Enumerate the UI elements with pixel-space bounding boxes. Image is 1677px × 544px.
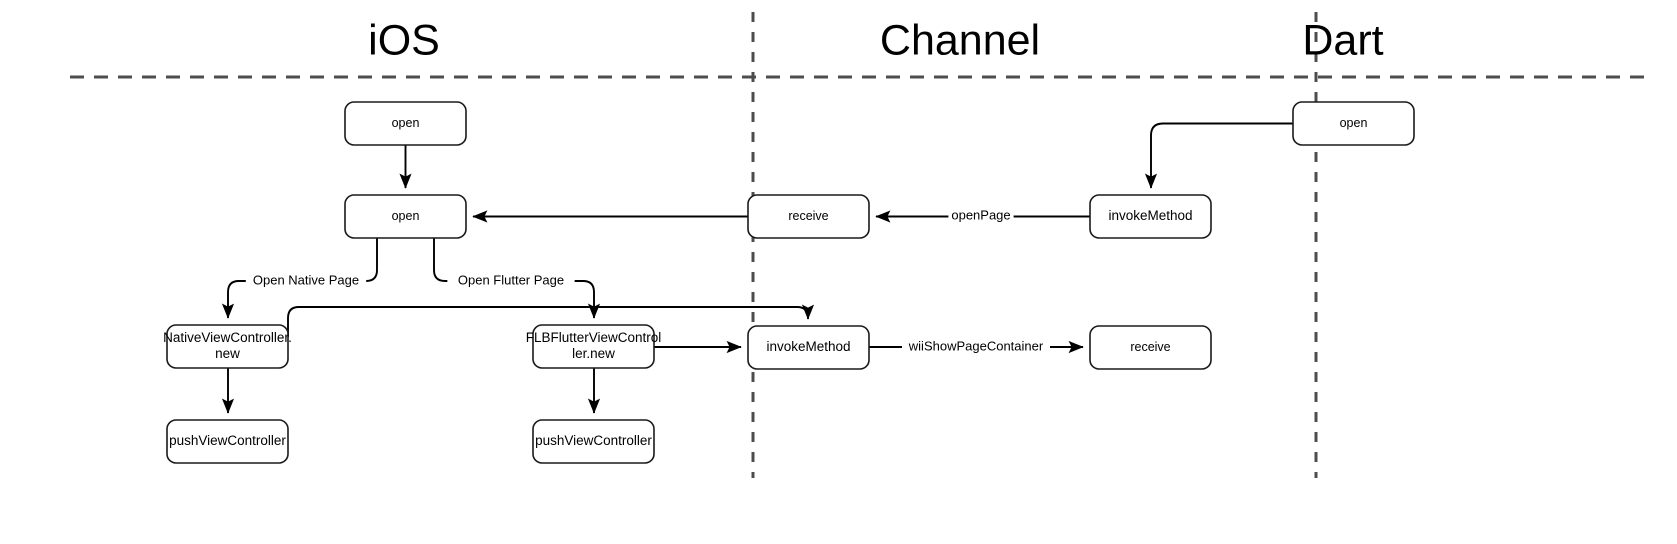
- node-channel-invoke-bot[interactable]: invokeMethod: [747, 325, 870, 370]
- node-label-channel-receive-top: receive: [788, 209, 828, 223]
- node-dart-receive[interactable]: receive: [1089, 325, 1212, 370]
- node-label-channel-invoke-bot: invokeMethod: [766, 339, 850, 354]
- lane-title-channel: Channel: [880, 16, 1040, 64]
- node-label-push-vc-native: pushViewController: [169, 433, 286, 448]
- node-shape-push-vc-flutter[interactable]: [532, 419, 655, 464]
- edge-label-e-dart-invoke-to-receive: openPage: [951, 207, 1010, 222]
- edge-label-e-open-to-native: Open Native Page: [253, 272, 359, 287]
- node-shape-dart-invoke[interactable]: [1089, 194, 1212, 239]
- node-dart-open[interactable]: open: [1292, 101, 1415, 146]
- node-shape-native-view-ctrl[interactable]: [166, 324, 289, 369]
- node-label-flb-flutter-view: ler.new: [572, 346, 615, 361]
- node-shape-ios-open-top[interactable]: [344, 101, 467, 146]
- edge-label-backdrop: [245, 272, 367, 290]
- lane-dividers-group: [70, 12, 1645, 478]
- node-label-native-view-ctrl: new: [215, 346, 240, 361]
- node-label-dart-receive: receive: [1130, 340, 1170, 354]
- node-label-dart-invoke: invokeMethod: [1108, 208, 1192, 223]
- node-label-ios-open-top: open: [392, 116, 420, 130]
- edge-label-backdrop: [447, 272, 575, 290]
- node-ios-open-main[interactable]: open: [344, 194, 467, 239]
- node-ios-open-top[interactable]: open: [344, 101, 467, 146]
- node-shape-ios-open-main[interactable]: [344, 194, 467, 239]
- node-push-vc-flutter[interactable]: pushViewController: [532, 419, 655, 464]
- node-shape-dart-receive[interactable]: [1089, 325, 1212, 370]
- node-label-ios-open-main: open: [392, 209, 420, 223]
- node-label-flb-flutter-view: FLBFlutterViewControl: [526, 330, 662, 345]
- edge-label-backdrop: [948, 207, 1014, 225]
- lane-title-dart: Dart: [1302, 16, 1383, 64]
- lane-titles-group: iOS Channel Dart: [368, 16, 1384, 64]
- lane-title-ios: iOS: [368, 16, 440, 64]
- node-push-vc-native[interactable]: pushViewController: [166, 419, 289, 464]
- edge-label-e-open-to-flutter: Open Flutter Page: [458, 272, 564, 287]
- edge-native-view-ctrl-to-channel-invoke-bot: [287, 304, 815, 337]
- node-label-native-view-ctrl: NativeViewController.: [163, 330, 292, 345]
- node-shape-flb-flutter-view[interactable]: [532, 324, 655, 369]
- edge-label-e-invoke-to-dart-receive: wiiShowPageContainer: [908, 338, 1044, 353]
- node-native-view-ctrl[interactable]: NativeViewController.new: [163, 324, 292, 369]
- edge-dart-open-to-dart-invoke: [1144, 122, 1293, 189]
- node-shape-push-vc-native[interactable]: [166, 419, 289, 464]
- node-label-push-vc-flutter: pushViewController: [535, 433, 652, 448]
- node-shape-dart-open[interactable]: [1292, 101, 1415, 146]
- edge-label-backdrop: [902, 338, 1050, 356]
- node-channel-receive-top[interactable]: receive: [747, 194, 870, 239]
- node-shape-channel-receive-top[interactable]: [747, 194, 870, 239]
- node-shape-channel-invoke-bot[interactable]: [747, 325, 870, 370]
- node-dart-invoke[interactable]: invokeMethod: [1089, 194, 1212, 239]
- node-label-dart-open: open: [1340, 116, 1368, 130]
